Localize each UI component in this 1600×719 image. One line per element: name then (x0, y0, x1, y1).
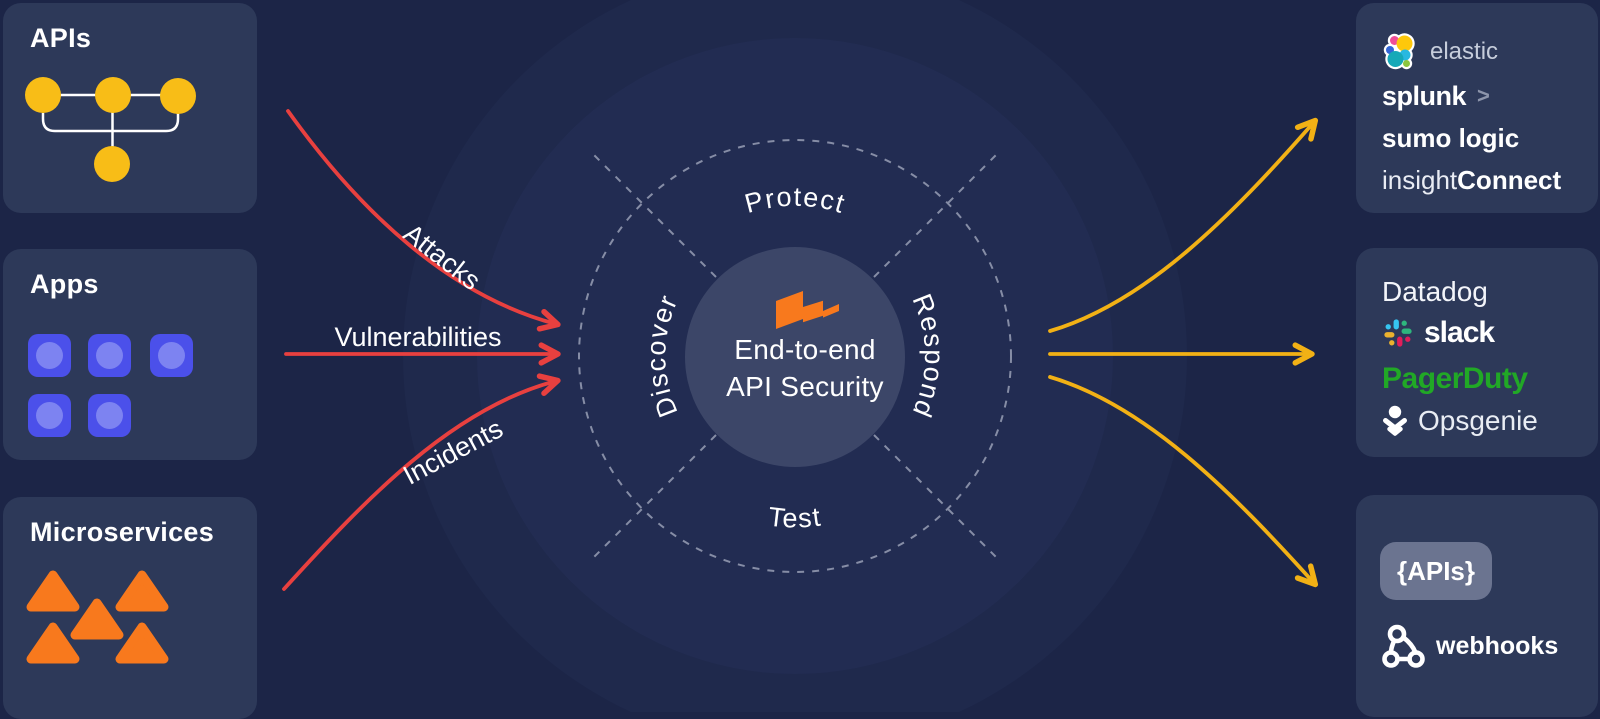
card-apis: APIs (3, 3, 257, 213)
incidents-arrow (282, 373, 561, 591)
slack-row: slack (1382, 314, 1495, 352)
outbound-arrow-up (1048, 117, 1319, 333)
quadrant-test: Test (767, 501, 824, 533)
card-microservices-title: Microservices (30, 517, 215, 547)
datadog-row: Datadog (1382, 273, 1488, 311)
card-apis-title: APIs (30, 23, 92, 53)
card-alerting-integrations: Datadog slack PagerDuty Opsgenie (1356, 248, 1598, 457)
datadog-label: Datadog (1382, 276, 1488, 307)
card-apps-title: Apps (30, 269, 99, 299)
brand-logo-icon (776, 291, 839, 329)
sumo-logic-label: sumo logic (1382, 122, 1520, 153)
opsgenie-label: Opsgenie (1418, 405, 1538, 436)
insightconnect-label-light: insight (1382, 164, 1458, 195)
attacks-arrow (286, 109, 561, 332)
lifecycle-wheel (578, 139, 1012, 573)
elastic-label: elastic (1430, 38, 1499, 65)
hub-caption-line1: End-to-end (734, 334, 876, 365)
api-graph-icon (25, 77, 196, 182)
splunk-row: splunk > (1382, 77, 1490, 115)
hub-caption: End-to-end API Security (655, 331, 955, 405)
elastic-icon (1383, 33, 1415, 70)
card-custom-integrations: {APIs} webhooks (1356, 495, 1598, 717)
dashed-circle (578, 139, 1012, 573)
pagerduty-label: PagerDuty (1382, 362, 1528, 395)
opsgenie-icon (1383, 405, 1407, 436)
outbound-arrow-down (1048, 375, 1319, 588)
splunk-label: splunk (1382, 80, 1467, 111)
splunk-chevron: > (1477, 83, 1490, 108)
microservices-triangles-icon (26, 570, 169, 664)
elastic-row: elastic (1382, 33, 1498, 71)
opsgenie-row: Opsgenie (1382, 402, 1538, 440)
pagerduty-row: PagerDuty (1382, 360, 1528, 398)
slack-icon (1384, 319, 1412, 347)
webhooks-icon (1382, 624, 1425, 668)
card-apps: Apps (3, 249, 257, 460)
apis-badge: {APIs} (1380, 542, 1492, 600)
slack-label: slack (1424, 316, 1495, 349)
vulnerabilities-label: Vulnerabilities (334, 322, 501, 352)
hub-caption-line2: API Security (726, 371, 884, 402)
card-microservices: Microservices (3, 497, 257, 719)
hub-circle (685, 247, 905, 467)
sumo-logic-row: sumo logic (1382, 119, 1519, 157)
webhooks-label: webhooks (1436, 631, 1559, 660)
insightconnect-label-bold: Connect (1457, 164, 1562, 195)
webhooks-row: webhooks (1382, 620, 1558, 672)
